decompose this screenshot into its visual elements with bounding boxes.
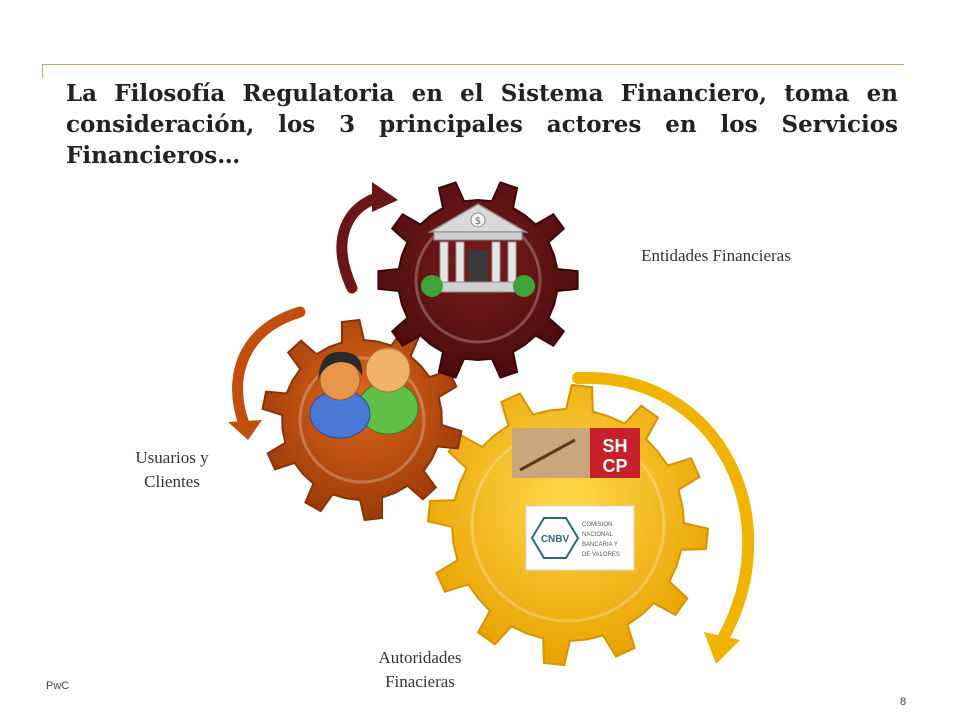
slide-title: La Filosofía Regulatoria en el Sistema F… [66, 80, 898, 169]
label-usuarios-line2: Clientes [144, 472, 200, 491]
svg-text:CP: CP [602, 456, 627, 476]
cycle-arrow-maroon-head [372, 182, 398, 212]
gear-orange-inner-ring [298, 356, 426, 484]
svg-text:COMISION: COMISION [582, 522, 612, 528]
label-entidades-financieras: Entidades Financieras [641, 246, 791, 265]
cycle-arrow-yellow [572, 371, 755, 646]
label-autoridades-financieras: Autoridades Finacieras [340, 646, 500, 694]
svg-text:CNBV: CNBV [541, 534, 570, 545]
page-number: 8 [900, 696, 907, 708]
shcp-logo: SH CP [512, 428, 640, 478]
svg-text:DE VALORES: DE VALORES [582, 552, 620, 558]
footer-brand: PwC [46, 680, 70, 692]
svg-text:NACIONAL: NACIONAL [582, 532, 613, 538]
svg-text:$: $ [475, 216, 481, 227]
header-rule [42, 64, 904, 65]
label-autoridades-line2: Finacieras [385, 672, 455, 691]
svg-text:BANCARIA Y: BANCARIA Y [582, 542, 618, 548]
label-usuarios-line1: Usuarios y [135, 448, 209, 467]
label-autoridades-line1: Autoridades [378, 648, 462, 667]
cycle-arrow-orange [232, 306, 306, 430]
bank-icon: $ [421, 203, 535, 297]
label-usuarios-clientes: Usuarios y Clientes [112, 446, 232, 494]
cycle-arrow-orange-head [228, 420, 262, 440]
header-rule-tick [42, 64, 43, 78]
svg-text:SH: SH [602, 436, 627, 456]
cnbv-logo: CNBV COMISION NACIONAL BANCARIA Y DE VAL… [525, 505, 635, 571]
cycle-arrow-yellow-head [704, 632, 740, 664]
cycle-arrow-maroon [336, 190, 388, 294]
users-icon [309, 347, 419, 439]
